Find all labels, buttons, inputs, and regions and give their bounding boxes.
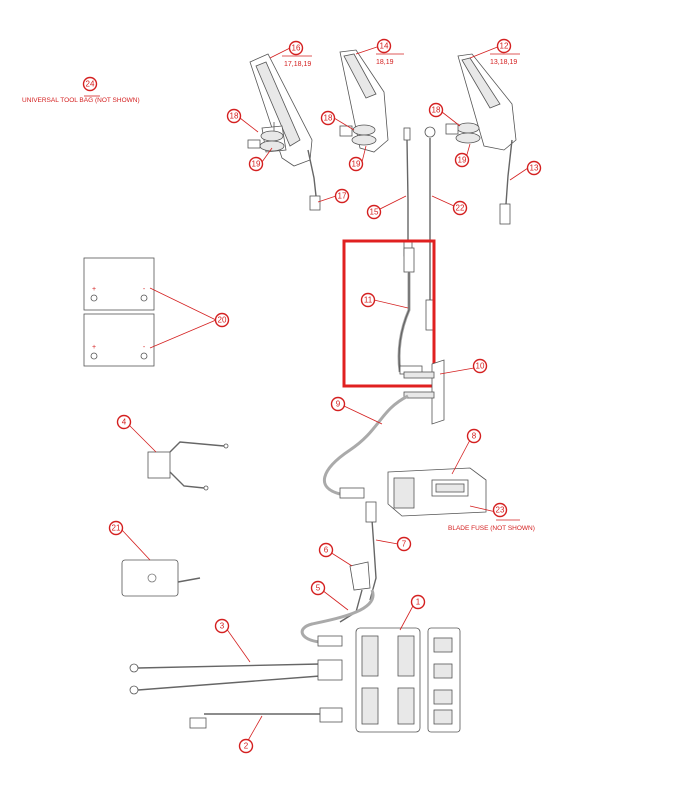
callout-10: 10 (472, 358, 488, 374)
svg-text:20: 20 (218, 316, 227, 325)
svg-text:18: 18 (230, 112, 239, 121)
battery-top-plus-sign: + (92, 286, 96, 293)
callout-11: 11 (360, 292, 376, 308)
callout-1: 1 (410, 594, 426, 610)
joystick-controller-14 (339, 49, 389, 153)
battery-top (83, 257, 155, 311)
svg-text:14: 14 (380, 42, 389, 51)
battery-bottom (83, 313, 155, 367)
svg-text:9: 9 (336, 400, 341, 409)
module-8 (387, 467, 487, 517)
callout-8: 8 (466, 428, 482, 444)
callout-21: 21 (108, 520, 124, 536)
svg-text:24: 24 (86, 80, 95, 89)
svg-text:11: 11 (364, 296, 373, 305)
callout-2: 2 (238, 738, 254, 754)
svg-text:13: 13 (530, 164, 539, 173)
svg-text:18: 18 (432, 106, 441, 115)
cable-5 (300, 589, 375, 644)
svg-text:1: 1 (416, 598, 421, 607)
cable-9 (322, 394, 409, 496)
svg-text:22: 22 (456, 204, 465, 213)
svg-text:19: 19 (352, 160, 361, 169)
callout-14-sublabel: 18,19 (376, 59, 394, 66)
blade-fuse-note: BLADE FUSE (NOT SHOWN) (448, 525, 535, 532)
inline-fuse-4 (147, 441, 229, 491)
callout-18-b: 18 (320, 110, 336, 126)
universal-tool-bag-note: UNIVERSAL TOOL BAG (NOT SHOWN) (22, 97, 140, 104)
callout-15: 15 (366, 204, 382, 220)
callout-18-c: 18 (428, 102, 444, 118)
leader-lines (84, 45, 529, 745)
callout-17: 17 (334, 188, 350, 204)
svg-text:8: 8 (472, 432, 477, 441)
cable-11 (397, 247, 423, 375)
svg-text:2: 2 (244, 742, 249, 751)
svg-text:7: 7 (402, 540, 407, 549)
callout-3: 3 (214, 618, 230, 634)
battery-cable-3 (129, 659, 343, 695)
battery-bottom-plus-sign: + (92, 344, 96, 351)
callout-7: 7 (396, 536, 412, 552)
svg-text:18: 18 (324, 114, 333, 123)
controller-1 (355, 627, 461, 733)
callout-19-c: 19 (454, 152, 470, 168)
svg-text:6: 6 (324, 546, 329, 555)
callout-23: 23 (492, 502, 508, 518)
battery-top-minus-sign: - (143, 286, 146, 293)
callout-24: 24 (82, 76, 98, 92)
callout-5: 5 (310, 580, 326, 596)
battery-bottom-minus-sign: - (143, 344, 146, 351)
cable-9-connector (339, 487, 365, 499)
callout-16: 16 (288, 40, 304, 56)
callout-9: 9 (330, 396, 346, 412)
callout-19-b: 19 (348, 156, 364, 172)
callout-19-a: 19 (248, 156, 264, 172)
callout-20: 20 (214, 312, 230, 328)
callout-12: 12 (496, 38, 512, 54)
joystick-controller-16 (247, 53, 321, 211)
svg-text:19: 19 (458, 156, 467, 165)
svg-text:10: 10 (476, 362, 485, 371)
cable-7-connector (365, 501, 377, 523)
svg-text:21: 21 (112, 524, 121, 533)
svg-text:4: 4 (122, 418, 127, 427)
svg-text:17: 17 (338, 192, 347, 201)
svg-text:23: 23 (496, 506, 505, 515)
sensor-21 (121, 559, 201, 597)
adapter-cable-22 (424, 126, 436, 331)
callout-12-sublabel: 13,18,19 (490, 59, 517, 66)
callout-16-sublabel: 17,18,19 (284, 61, 311, 68)
cable-5-connector (317, 635, 343, 647)
svg-text:5: 5 (316, 584, 321, 593)
adapter-cable-15 (403, 127, 413, 257)
svg-text:3: 3 (220, 622, 225, 631)
highlight-box (342, 239, 436, 388)
bracket-10 (403, 359, 445, 425)
callout-22: 22 (452, 200, 468, 216)
svg-text:19: 19 (252, 160, 261, 169)
callout-18-a: 18 (226, 108, 242, 124)
cable-2 (189, 707, 343, 729)
callout-13: 13 (526, 160, 542, 176)
svg-text:15: 15 (370, 208, 379, 217)
callout-14: 14 (376, 38, 392, 54)
cable-7 (369, 519, 377, 601)
svg-text:16: 16 (292, 44, 301, 53)
callout-6: 6 (318, 542, 334, 558)
svg-text:12: 12 (500, 42, 509, 51)
joystick-controller-12 (445, 53, 517, 225)
callout-4: 4 (116, 414, 132, 430)
